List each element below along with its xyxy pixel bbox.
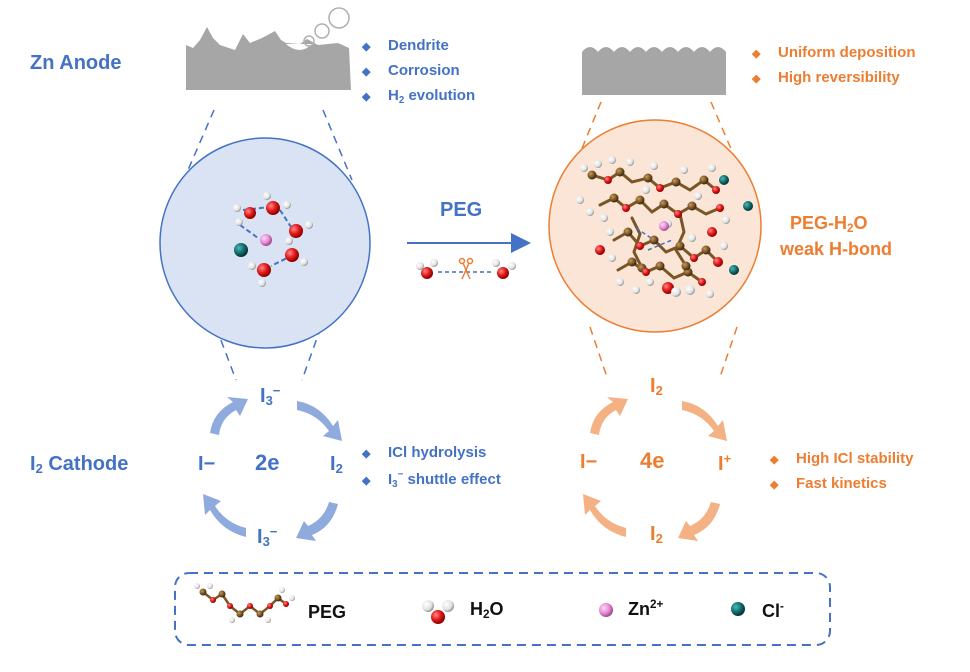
zn-anode-dendrite-electrode <box>186 27 351 90</box>
scissors-icon <box>458 257 474 280</box>
diamond-icon: ◆ <box>770 454 779 466</box>
bullet-text: ICl hydrolysis <box>388 444 487 461</box>
zoom-circle-right <box>548 119 762 333</box>
hydrogen-bubble <box>328 7 350 29</box>
anode-left-bullet-1: ◆ Dendrite <box>362 38 449 53</box>
cathode-left-bullet-2: ◆ I3− shuttle effect <box>362 470 501 490</box>
left-cycle-left-iodide: I− <box>198 453 216 475</box>
left-redox-cycle <box>203 397 342 541</box>
legend-water-molecule <box>422 600 454 624</box>
diamond-icon: ◆ <box>752 48 761 60</box>
bullet-text: High reversibility <box>778 69 900 86</box>
right-redox-cycle <box>583 397 727 541</box>
legend-peg-label: PEG <box>308 602 347 622</box>
hydrogen-bubble <box>314 23 330 39</box>
legend-zn-label: Zn2+ <box>628 598 664 619</box>
diamond-icon: ◆ <box>362 475 371 487</box>
legend-cl-label: Cl- <box>762 600 784 621</box>
bullet-text: Corrosion <box>388 62 460 79</box>
bullet-text: evolution <box>404 87 476 104</box>
legend-zn-sphere <box>599 603 613 617</box>
legend-h2o-label: H2O <box>470 599 504 621</box>
legend-peg-molecule <box>194 583 295 623</box>
bullet-text: High ICl stability <box>796 450 914 467</box>
anode-right-bullet-1: ◆ Uniform deposition <box>752 45 916 60</box>
zn-solvation-shell <box>233 192 313 287</box>
bullet-text: Dendrite <box>388 37 449 54</box>
diamond-icon: ◆ <box>362 448 371 460</box>
left-cycle-top-i3: I3− <box>260 383 281 408</box>
subscript: 3 <box>392 479 398 490</box>
peg-arrow-label: PEG <box>440 199 483 221</box>
bullet-text: shuttle effect <box>403 471 501 488</box>
bullet-text: H <box>388 87 399 104</box>
superscript: − <box>397 469 404 480</box>
diamond-icon: ◆ <box>752 73 761 85</box>
anode-left-bullet-3: ◆ H2 evolution <box>362 88 475 106</box>
anode-left-bullet-2: ◆ Corrosion <box>362 63 460 78</box>
cathode-right-bullet-2: ◆ Fast kinetics <box>770 476 887 491</box>
anode-right-bullet-2: ◆ High reversibility <box>752 70 900 85</box>
bullet-text: I <box>388 471 393 488</box>
peg-h2o-network <box>576 156 753 298</box>
right-cycle-center-4e: 4e <box>640 448 665 473</box>
right-cycle-bottom-i2: I2 <box>650 523 663 546</box>
zn-anode-label: Zn Anode <box>30 52 122 74</box>
left-cycle-bottom-i3: I3− <box>257 524 278 549</box>
diamond-icon: ◆ <box>770 479 779 491</box>
cathode-right-bullet-1: ◆ High ICl stability <box>770 451 914 466</box>
diamond-icon: ◆ <box>362 66 371 78</box>
zoom-lines-left <box>184 109 353 381</box>
broken-hbond-illustration <box>416 259 516 279</box>
diamond-icon: ◆ <box>362 41 371 53</box>
bullet-text: Fast kinetics <box>796 475 887 492</box>
cathode-left-bullet-1: ◆ ICl hydrolysis <box>362 445 486 460</box>
bullet-text: Uniform deposition <box>778 44 916 61</box>
legend-cl-sphere <box>731 602 745 616</box>
right-cycle-left-iodide: I− <box>580 451 598 473</box>
left-cycle-right-i2: I2 <box>330 453 343 476</box>
i2-cathode-label: I2 Cathode <box>30 453 129 476</box>
right-cycle-right-iplus: I+ <box>718 451 732 475</box>
peg-h2o-label: PEG-H2O <box>790 213 868 235</box>
subscript: 2 <box>398 95 405 106</box>
left-cycle-center-2e: 2e <box>255 450 280 475</box>
legend-box <box>174 572 831 646</box>
diamond-icon: ◆ <box>362 91 371 103</box>
right-cycle-top-i2: I2 <box>650 375 663 398</box>
weak-hbond-label: weak H-bond <box>780 239 893 259</box>
zn-anode-uniform-electrode <box>582 47 726 95</box>
hydrogen-bubble <box>303 35 315 47</box>
